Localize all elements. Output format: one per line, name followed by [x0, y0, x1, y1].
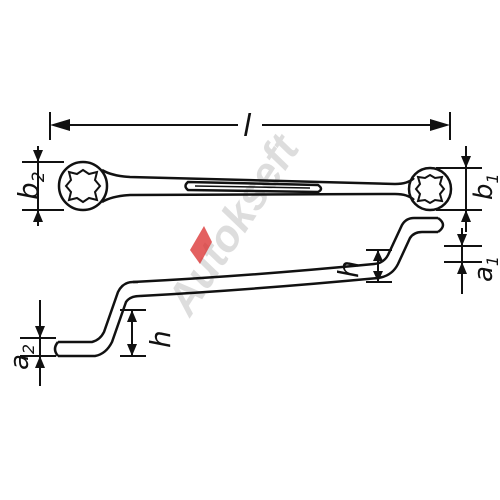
- wrench-side-view: [53, 216, 445, 358]
- b1-dimension: [436, 146, 482, 232]
- wrench-top-view: [57, 160, 453, 212]
- h-left-dimension: [120, 309, 146, 357]
- h-right-dimension: [366, 249, 392, 283]
- h-right-label: h: [332, 260, 365, 278]
- a2-label: a2: [5, 344, 38, 370]
- right-ring-opening: [414, 173, 446, 205]
- length-dimension: [49, 110, 451, 140]
- b1-label: b1: [469, 173, 500, 200]
- watermark-accent: [190, 226, 212, 264]
- b2-dimension: [22, 146, 64, 226]
- length-label: l: [243, 109, 252, 144]
- a1-label: a1: [469, 256, 500, 282]
- b2-label: b2: [12, 171, 49, 200]
- left-ring-opening: [64, 168, 102, 204]
- a2-dimension: [20, 300, 56, 386]
- a1-dimension: [444, 228, 482, 294]
- h-left-label: h: [144, 330, 177, 348]
